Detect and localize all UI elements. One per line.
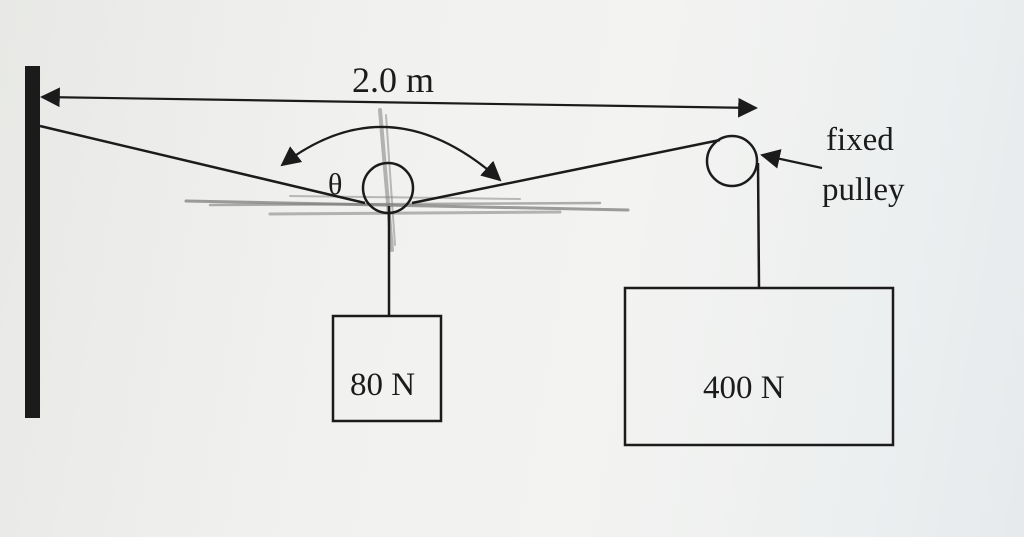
large-weight-label: 400 N — [703, 370, 785, 406]
pencil-scribbles — [184, 108, 630, 252]
wall — [25, 66, 40, 418]
pulley-pointer-arrow — [760, 149, 823, 170]
large-weight-box — [623, 286, 895, 447]
large-weight-rope — [756, 162, 761, 289]
rope-ring-to-pulley — [411, 138, 721, 205]
pulley-label-line1: fixed — [826, 122, 894, 158]
angle-label: θ — [328, 168, 342, 201]
distance-arrow — [40, 87, 758, 118]
small-weight-label: 80 N — [350, 367, 415, 403]
distance-label: 2.0 m — [352, 60, 434, 100]
angle-arc — [280, 125, 502, 182]
small-weight-box — [331, 314, 443, 423]
pulley-label-line2: pulley — [822, 172, 905, 208]
fixed-pulley — [705, 134, 759, 188]
rope-wall-to-ring — [39, 124, 366, 205]
